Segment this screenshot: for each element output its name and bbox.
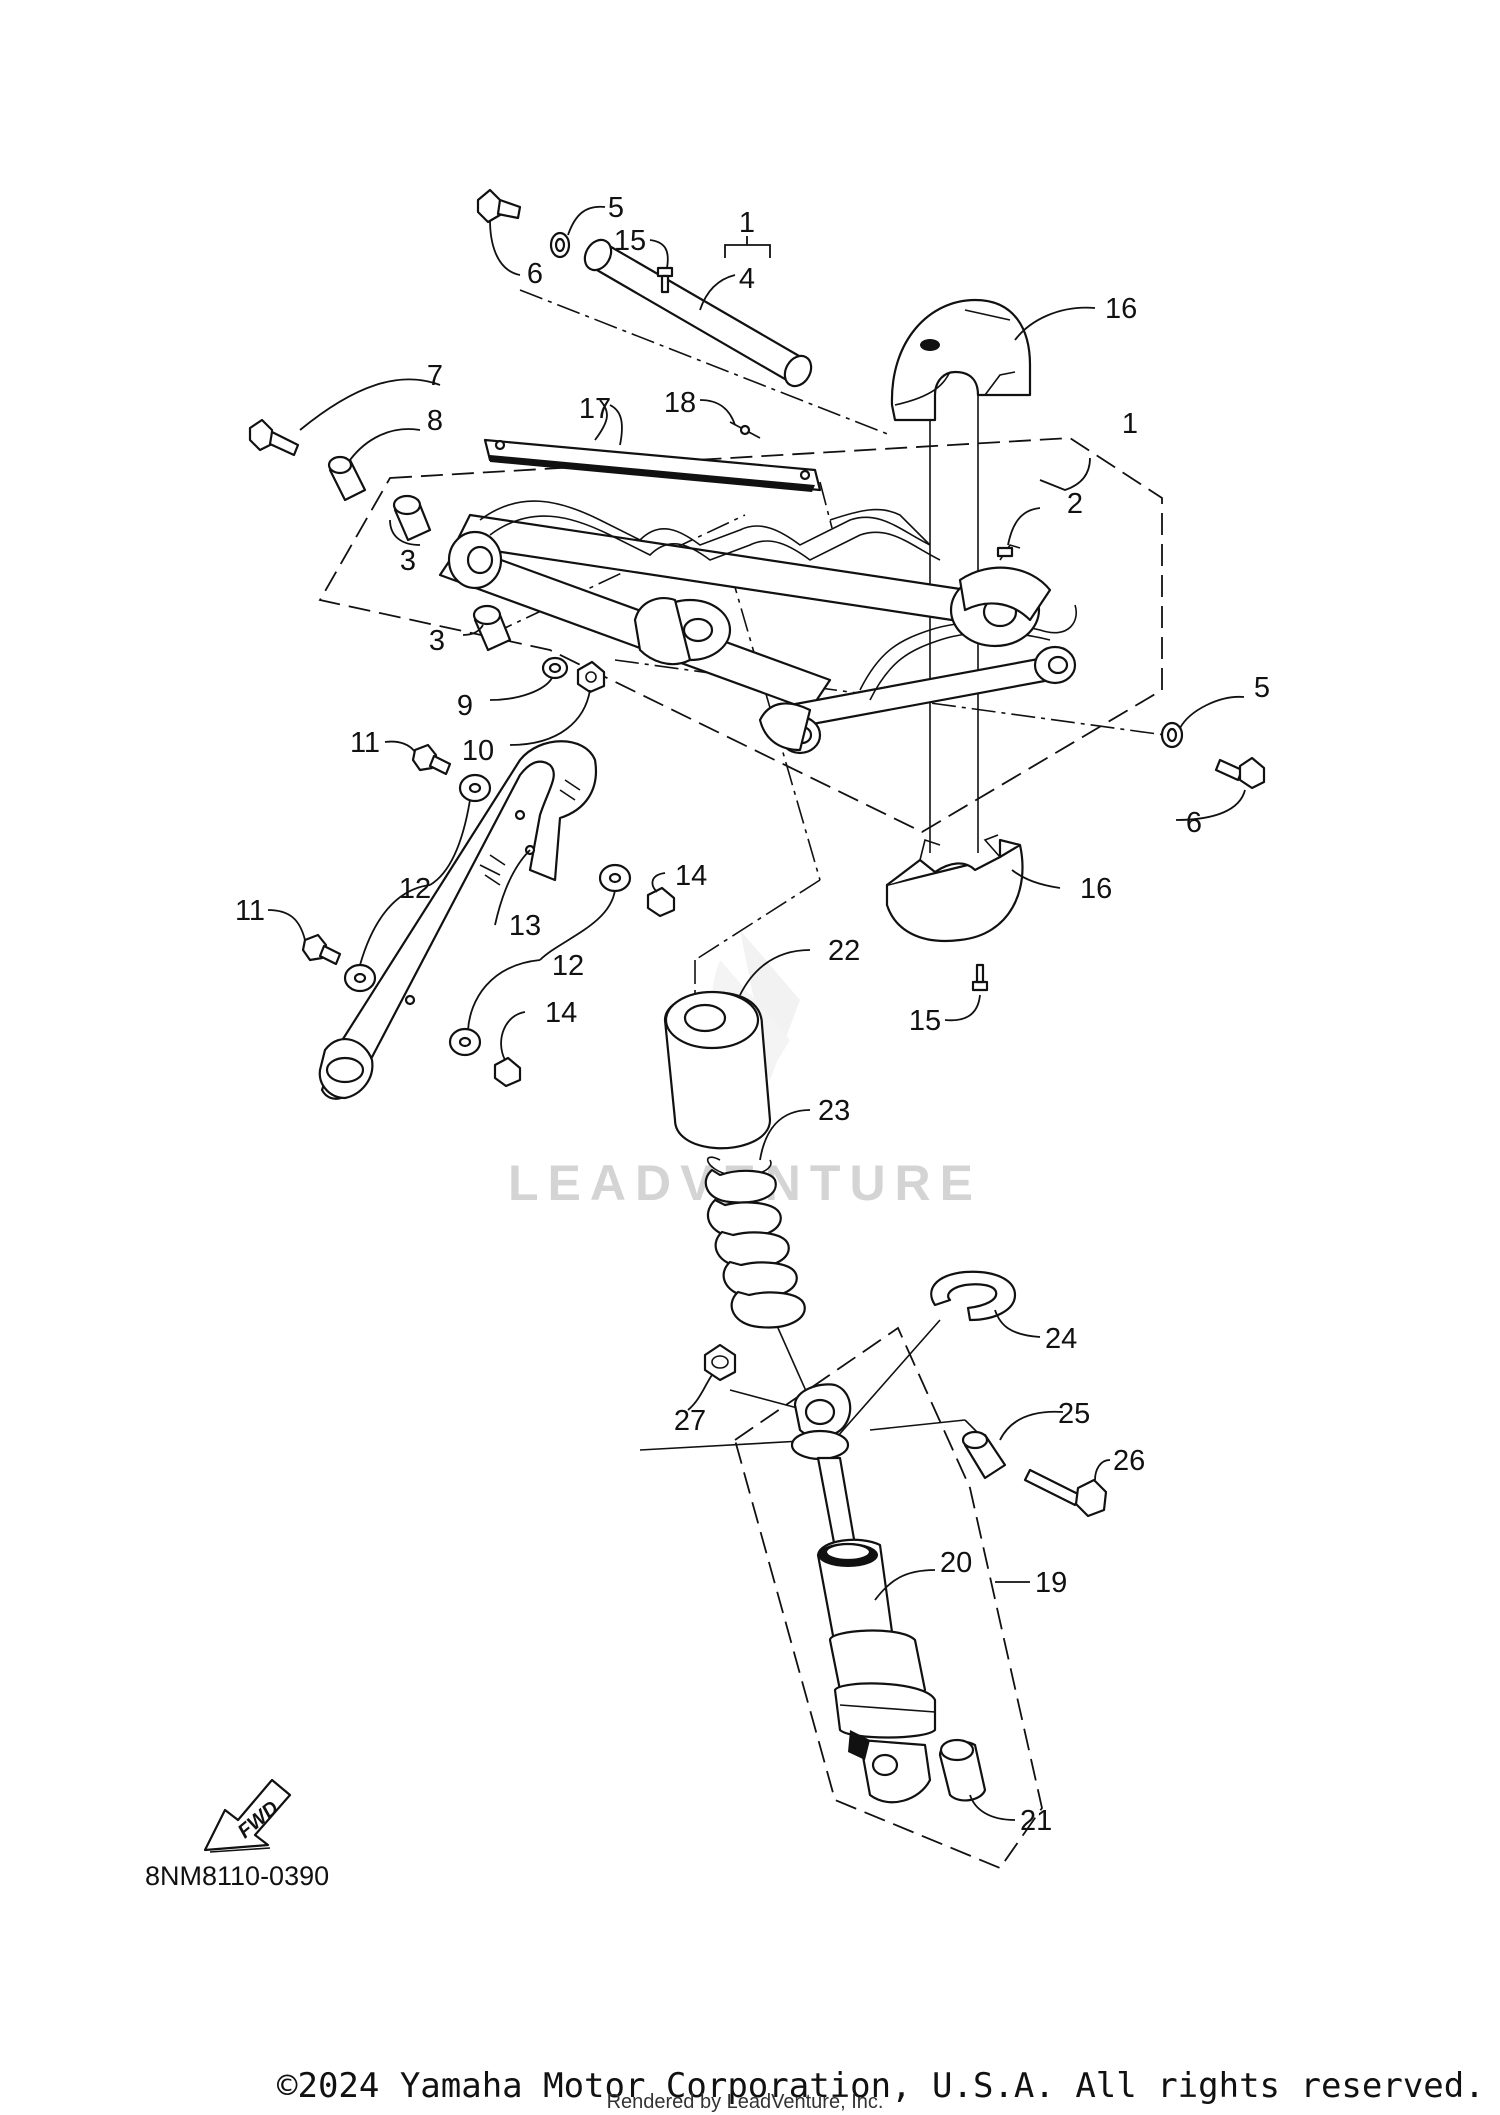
callout-24: 24	[1045, 1323, 1077, 1355]
callout-6-right: 6	[1186, 807, 1202, 839]
callout-15-bottom: 15	[909, 1005, 941, 1037]
callout-12-upper: 12	[399, 873, 431, 905]
part-12-bottom-washer	[448, 1027, 482, 1057]
callout-7: 7	[427, 360, 443, 392]
part-11-lower-bolt	[301, 933, 342, 966]
callout-13: 13	[509, 910, 541, 942]
part-12-upper-washer	[458, 773, 492, 803]
callout-21: 21	[1020, 1805, 1052, 1837]
part-24-clip	[930, 1270, 1017, 1322]
callout-9: 9	[457, 690, 473, 722]
part-14-upper-nut	[646, 886, 676, 918]
leader-lines	[267, 205, 1246, 1821]
swing-arm-assembly	[438, 500, 1077, 755]
part-15-lower-screw	[971, 963, 989, 992]
callout-labels: 1 4 5 6 15 16 7 8 18 17 1 2 3 3 9 10 5 6…	[235, 192, 1270, 1837]
part-16-lower-block	[885, 834, 1024, 943]
callout-27: 27	[674, 1405, 706, 1437]
callout-3-lower: 3	[429, 625, 445, 657]
callout-23: 23	[818, 1095, 850, 1127]
callout-26: 26	[1113, 1445, 1145, 1477]
part-4-shaft	[583, 238, 813, 388]
callout-5-top: 5	[608, 192, 624, 224]
part-12-lower-washer	[343, 963, 377, 993]
part-21-bushing	[938, 1738, 987, 1802]
part-27-nut	[703, 1343, 737, 1382]
callout-10: 10	[462, 735, 494, 767]
part-8-collar	[327, 455, 367, 502]
part-15-upper-screw	[656, 266, 674, 294]
callout-1-right: 1	[1122, 408, 1138, 440]
callout-5-right: 5	[1254, 672, 1270, 704]
part-25-collar	[961, 1430, 1007, 1480]
assembly-1-outline	[318, 437, 1163, 834]
part-26-bolt	[1023, 1468, 1108, 1518]
part-7-bolt	[248, 418, 300, 457]
callout-16-bottom: 16	[1080, 873, 1112, 905]
part-10-nut	[576, 660, 606, 694]
bracket-1-4	[724, 236, 771, 258]
callout-8: 8	[427, 405, 443, 437]
callout-1-top: 1	[739, 207, 755, 239]
callout-18: 18	[664, 387, 696, 419]
part-12-mid-washer	[598, 863, 632, 893]
part-13-strap	[318, 740, 598, 1100]
callout-17: 17	[579, 393, 611, 425]
callout-4: 4	[739, 263, 755, 295]
part-20-shock-absorber	[790, 1383, 937, 1804]
callout-25: 25	[1058, 1398, 1090, 1430]
part-11-upper-bolt	[411, 743, 452, 776]
callout-19: 19	[1035, 1567, 1067, 1599]
part-3-lower-bushing	[472, 604, 512, 652]
copyright: ©2024 Yamaha Motor Corporation, U.S.A. A…	[277, 2066, 1485, 2106]
part-22-bump-stop	[663, 990, 772, 1150]
part-9-washer	[541, 656, 569, 680]
callout-11-upper: 11	[350, 727, 380, 759]
part-5-right-washer	[1160, 721, 1184, 749]
part-14-lower-nut	[493, 1056, 522, 1088]
callout-14-lower: 14	[545, 997, 577, 1029]
callout-16-top: 16	[1105, 293, 1137, 325]
assembly-19-outline	[733, 1326, 1043, 1870]
part-5-top-washer	[549, 231, 571, 259]
fwd-arrow-icon: FWD	[203, 1778, 292, 1853]
callout-22: 22	[828, 935, 860, 967]
callout-20: 20	[940, 1547, 972, 1579]
callout-2: 2	[1067, 488, 1083, 520]
callout-3-upper: 3	[400, 545, 416, 577]
rendered-by: Rendered by LeadVenture, Inc.	[607, 2091, 884, 2113]
callout-15-top: 15	[614, 225, 646, 257]
callout-12-lower: 12	[552, 950, 584, 982]
part-23-spring	[704, 1156, 806, 1329]
part-2-screw	[996, 546, 1014, 558]
part-code: 8NM8110-0390	[145, 1861, 329, 1891]
part-17-rail	[483, 438, 822, 492]
part-3-upper-bushing	[392, 494, 432, 542]
callout-14-upper: 14	[675, 860, 707, 892]
part-6-right-bolt	[1214, 756, 1266, 790]
part-6-top-bolt	[476, 188, 522, 224]
part-16-upper-block	[890, 298, 1032, 422]
callout-11-lower: 11	[235, 895, 265, 927]
callout-6-top: 6	[527, 258, 543, 290]
